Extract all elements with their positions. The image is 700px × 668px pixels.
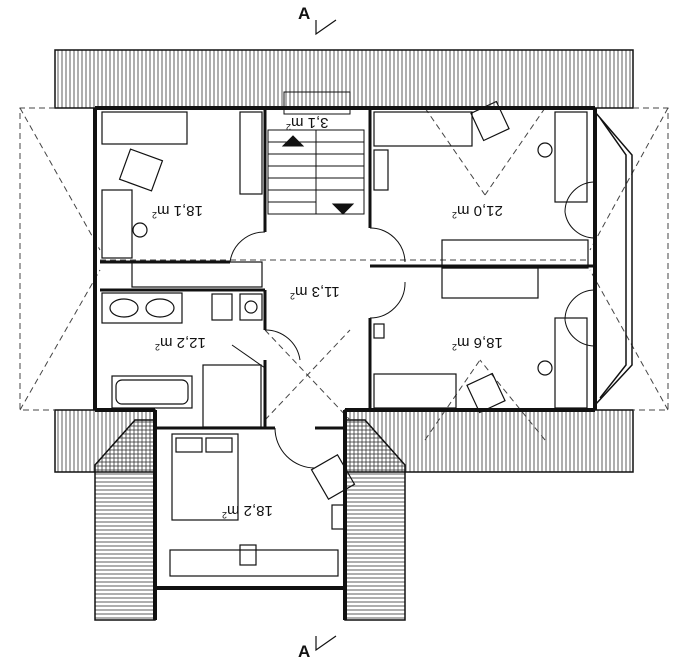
roof-top	[54, 49, 634, 109]
section-label-bottom: A	[298, 642, 311, 661]
bedroom-s-furniture	[169, 433, 356, 577]
roof-outline-dashed	[19, 107, 669, 441]
room-area-bedroom-s: 18,2 m2	[222, 502, 273, 520]
room-area-bedroom-se: 18,6 m2	[452, 334, 503, 352]
room-area-stair: 3,1 m2	[286, 114, 329, 132]
interior-walls	[100, 108, 595, 430]
section-label-top: A	[298, 4, 311, 23]
bedroom-ne-furniture	[373, 100, 589, 299]
bay-window	[594, 111, 633, 406]
section-arrow-bottom	[315, 635, 337, 652]
bedroom-se-furniture	[373, 317, 588, 414]
bathroom-fixtures	[101, 292, 263, 428]
door-swings	[229, 181, 596, 469]
room-area-bedroom-ne: 21,0 m2	[452, 202, 503, 220]
exterior-walls	[93, 106, 597, 620]
room-area-bedroom-nw: 18,1 m2	[152, 202, 203, 220]
room-area-bathroom: 12,2 m2	[155, 334, 206, 352]
room-area-hall: 11,3 m2	[290, 283, 340, 301]
section-arrow-top	[315, 19, 337, 36]
bedroom-nw-furniture	[101, 111, 263, 288]
staircase	[267, 91, 365, 215]
